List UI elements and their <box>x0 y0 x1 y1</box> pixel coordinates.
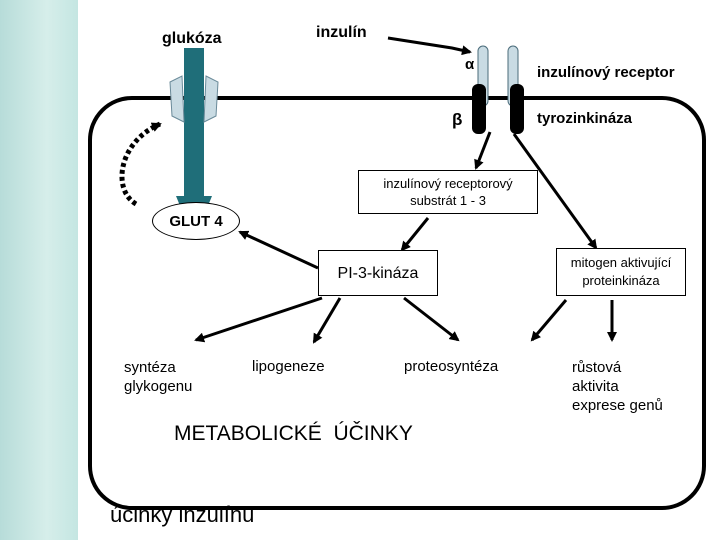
glucose-transporter <box>169 75 219 123</box>
beta-label: β <box>452 110 463 129</box>
proteosynthesis-label: proteosyntéza <box>404 358 499 375</box>
glycogen-line1: syntéza <box>124 359 176 376</box>
glucose-arrow-shaft <box>184 48 204 198</box>
arrow-pi3k-to-glut4 <box>238 230 319 270</box>
glut4-node: GLUT 4 <box>152 202 240 240</box>
receptor-beta-right <box>510 84 524 134</box>
arrow-receptor-to-mapk <box>512 133 598 250</box>
glycogen-synthesis-label: syntéza glykogenu <box>124 358 192 396</box>
growth-line3: exprese genů <box>572 397 663 414</box>
arrow-receptor-to-irs <box>474 131 492 170</box>
irs-line1: inzulínový receptorový <box>383 176 513 191</box>
alpha-label: α <box>465 56 475 73</box>
lipogenesis-label: lipogeneze <box>252 358 325 375</box>
pi3k-box: PI-3-kináza <box>318 250 438 296</box>
metabolic-effects-label: METABOLICKÉ ÚČINKY <box>174 422 413 445</box>
irs-box: inzulínový receptorový substrát 1 - 3 <box>358 170 538 214</box>
receptor-beta-left <box>472 84 486 134</box>
mapk-box: mitogen aktivující proteinkináza <box>556 248 686 296</box>
tyrosine-kinase-label: tyrozinkináza <box>537 110 633 127</box>
glut4-label: GLUT 4 <box>169 212 223 230</box>
growth-line2: aktivita <box>572 378 619 395</box>
cell-membrane <box>88 96 706 510</box>
sidebar-decoration <box>0 0 78 540</box>
insulin-label: inzulín <box>316 24 367 41</box>
arrow-to-glycogen <box>194 296 323 343</box>
footer-title: účinky inzulínu <box>110 502 255 527</box>
receptor-label: inzulínový receptor <box>537 64 675 81</box>
glut4-translocation-arrow <box>119 121 162 207</box>
insulin-receptor <box>472 45 524 134</box>
glycogen-line2: glykogenu <box>124 378 193 395</box>
arrow-irs-to-pi3k <box>400 217 430 252</box>
irs-line2: substrát 1 - 3 <box>410 193 486 208</box>
arrow-to-lipogenesis <box>312 297 342 344</box>
insulin-arrow <box>387 36 472 56</box>
glucose-label: glukóza <box>162 30 222 47</box>
growth-activity-label: růstová aktivita exprese genů <box>572 358 663 415</box>
pi3k-label: PI-3-kináza <box>337 265 419 282</box>
growth-line1: růstová <box>572 359 622 376</box>
arrow-to-proteosynthesis <box>403 296 460 342</box>
mapk-line1: mitogen aktivující <box>570 255 672 270</box>
mapk-line2: proteinkináza <box>582 273 660 288</box>
arrow-mapk-to-proteosynthesis <box>530 299 568 342</box>
